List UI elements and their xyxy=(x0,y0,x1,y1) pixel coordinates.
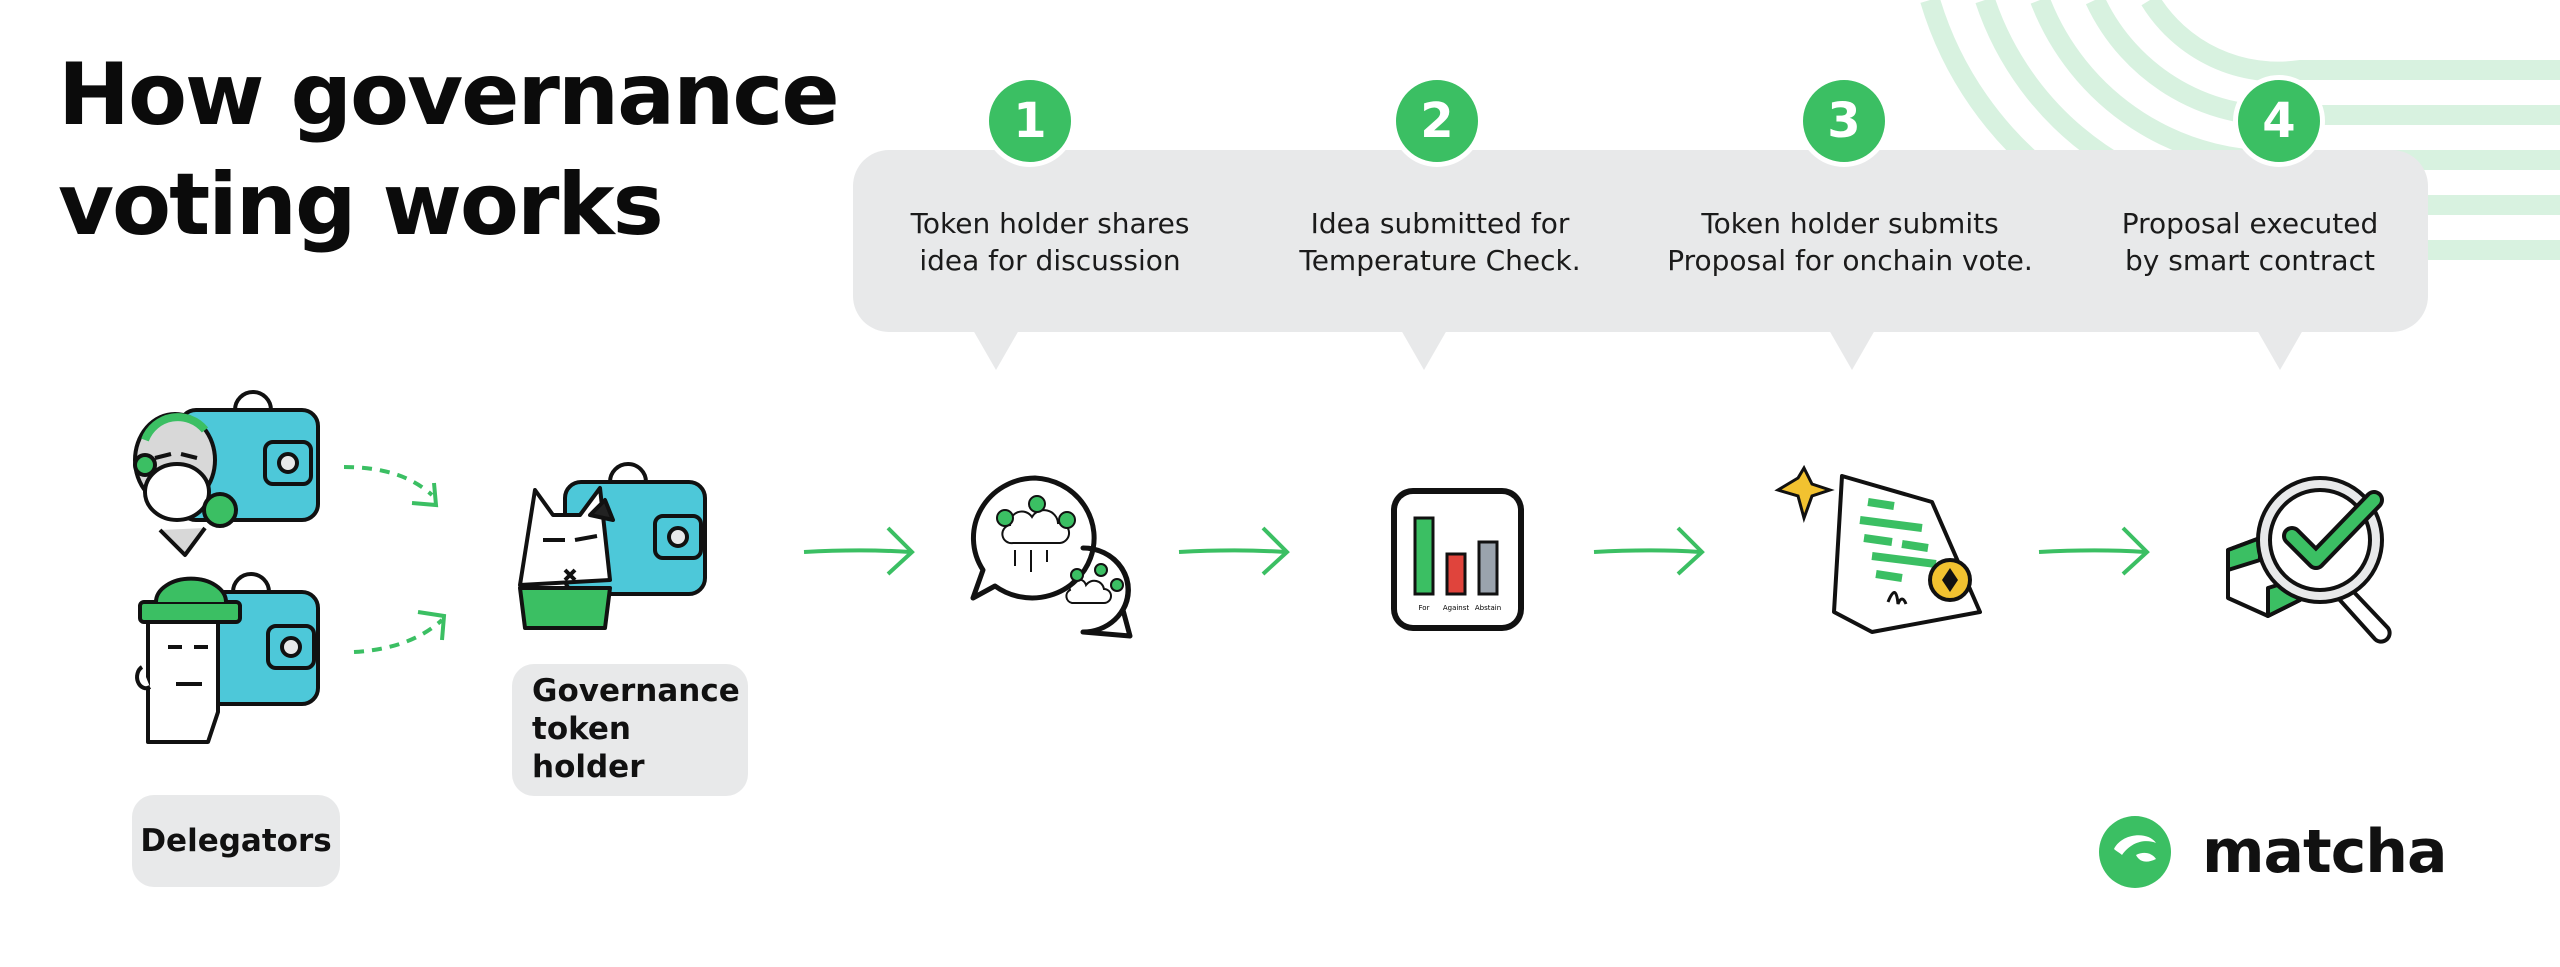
flow-arrow-1 xyxy=(803,526,915,576)
delegator-monkey-wallet-icon xyxy=(133,390,320,557)
step-text-2: Idea submitted for Temperature Check. xyxy=(1250,205,1630,279)
bubble-tail-3 xyxy=(1829,330,1875,370)
delegator-person-wallet-icon xyxy=(135,572,320,744)
steps-bubble xyxy=(853,150,2428,332)
poll-label-against: Against xyxy=(1443,604,1470,612)
bubble-tail-4 xyxy=(2257,330,2303,370)
token-holder-label-line1: Governance xyxy=(532,673,740,709)
verified-execution-icon xyxy=(2226,476,2392,644)
matcha-logo-icon xyxy=(2099,816,2171,888)
token-holder-cat-wallet-icon xyxy=(518,462,707,630)
token-holder-label-line2: token holder xyxy=(532,711,645,785)
token-holder-label: Governance token holder xyxy=(512,664,748,796)
dashed-arrow-2 xyxy=(353,610,447,654)
step-text-3-line1: Token holder submits xyxy=(1701,207,1999,240)
step-text-1-line2: idea for discussion xyxy=(919,244,1181,277)
signed-proposal-icon xyxy=(1774,464,1982,634)
flow-arrow-4 xyxy=(2038,526,2150,576)
step-text-2-line2: Temperature Check. xyxy=(1299,244,1581,277)
step-number-1: 1 xyxy=(984,75,1076,167)
poll-label-abstain: Abstain xyxy=(1475,604,1501,612)
brand-logo: matcha xyxy=(2098,815,2447,889)
step-text-4-line1: Proposal executed xyxy=(2121,207,2379,240)
brand-name: matcha xyxy=(2202,817,2447,887)
step-number-4: 4 xyxy=(2233,75,2325,167)
step-text-3: Token holder submits Proposal for onchai… xyxy=(1660,205,2040,279)
step-text-1-line1: Token holder shares xyxy=(910,207,1190,240)
step-text-3-line2: Proposal for onchain vote. xyxy=(1667,244,2033,277)
step-text-4: Proposal executed by smart contract xyxy=(2060,205,2440,279)
dashed-arrow-1 xyxy=(343,465,439,508)
flow-arrow-2 xyxy=(1178,526,1290,576)
step-number-3: 3 xyxy=(1798,75,1890,167)
step-text-1: Token holder shares idea for discussion xyxy=(860,205,1240,279)
discussion-chat-icon xyxy=(970,475,1133,639)
poll-chart-icon: For Against Abstain xyxy=(1391,488,1524,631)
step-number-2: 2 xyxy=(1391,75,1483,167)
poll-label-for: For xyxy=(1419,604,1430,612)
bubble-tail-2 xyxy=(1401,330,1447,370)
step-text-2-line1: Idea submitted for xyxy=(1310,207,1570,240)
delegators-label: Delegators xyxy=(132,795,340,887)
flow-arrow-3 xyxy=(1593,526,1705,576)
step-text-4-line2: by smart contract xyxy=(2125,244,2375,277)
bubble-tail-1 xyxy=(973,330,1019,370)
page-title: How governance voting works xyxy=(58,45,840,255)
